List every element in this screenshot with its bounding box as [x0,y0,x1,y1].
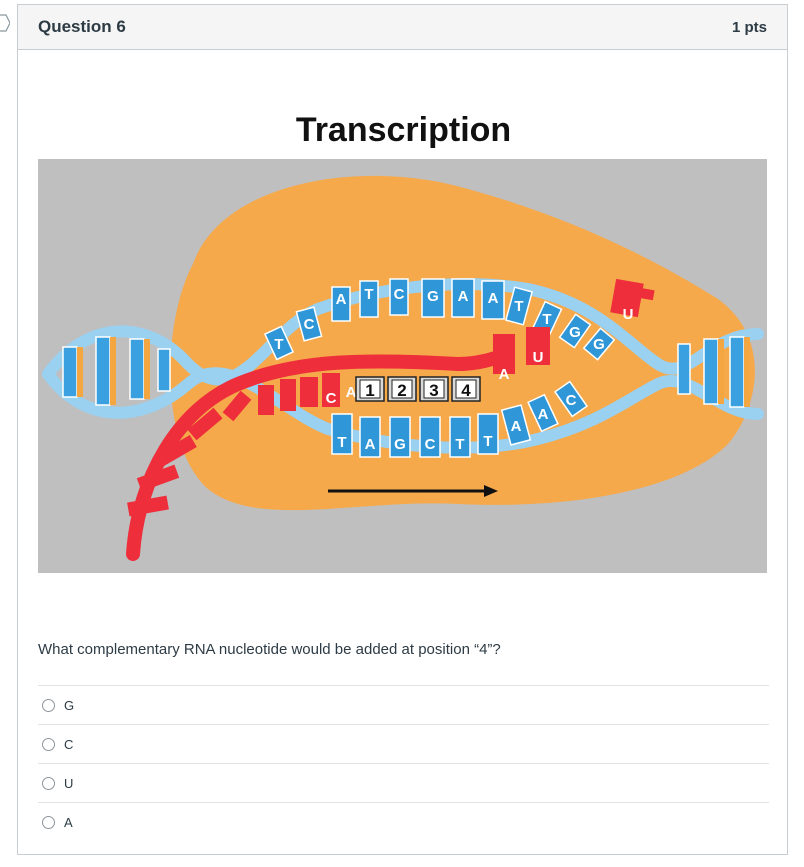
top-strand-letter: T [514,298,523,315]
bottom-strand-letter: G [394,436,406,453]
transcription-diagram: T C A T C G A A T T G G T A [38,159,767,573]
answer-option[interactable]: C [38,724,769,763]
question-points: 1 pts [731,18,767,36]
question-title: Question 6 [38,17,126,36]
answer-label[interactable]: G [64,697,75,713]
figure-title: Transcription [295,111,512,149]
position-label: 2 [397,381,406,400]
rna-letter: U [623,306,634,323]
radio-button[interactable] [42,737,55,751]
bottom-strand-letter: A [538,406,549,423]
top-strand-letter: G [569,324,581,341]
answer-label[interactable]: C [64,736,74,752]
rna-letter: U [533,349,544,366]
bottom-strand-letter: T [455,436,464,453]
question-prompt: What complementary RNA nucleotide would … [38,641,501,658]
position-label: 1 [365,381,374,400]
bottom-strand-letter: T [337,434,346,451]
question-card: Question 6 1 pts Transcription [17,4,788,855]
bottom-strand-letter: C [566,392,577,409]
bottom-strand-letter: A [365,436,376,453]
top-strand-letter: A [336,291,347,308]
top-strand-letter: T [274,336,283,353]
question-header: Question 6 1 pts [18,5,787,50]
bottom-strand-letter: A [346,384,357,401]
direction-arrow [328,485,498,497]
answer-label[interactable]: U [64,775,74,791]
radio-button[interactable] [42,815,55,829]
bottom-strand-letter: T [483,433,492,450]
radio-button[interactable] [42,776,55,790]
top-strand-letter: G [593,336,605,353]
bottom-strand-letter: A [511,418,522,435]
position-label: 3 [429,381,438,400]
rna-backbone [126,347,515,561]
radio-button[interactable] [42,698,55,712]
top-strand-letter: T [542,311,551,328]
answer-option[interactable]: U [38,763,769,802]
top-strand-letter: A [458,288,469,305]
rna-letter: A [499,366,510,383]
answer-option[interactable]: A [38,802,769,841]
bottom-strand-letter: C [425,436,436,453]
top-strand-letter: T [364,286,373,303]
top-strand-letter: C [304,316,315,333]
position-label: 4 [461,381,471,400]
answer-label[interactable]: A [64,814,73,830]
top-strand-letter: G [427,288,439,305]
answer-option[interactable]: G [38,685,769,724]
bottom-strand-letter: C [326,390,337,407]
question-flag-icon[interactable] [0,14,10,32]
top-strand-letter: A [488,290,499,307]
top-strand-letter: C [394,286,405,303]
position-boxes: 1 2 3 4 [355,376,481,402]
answer-list: G C U A [38,685,769,841]
